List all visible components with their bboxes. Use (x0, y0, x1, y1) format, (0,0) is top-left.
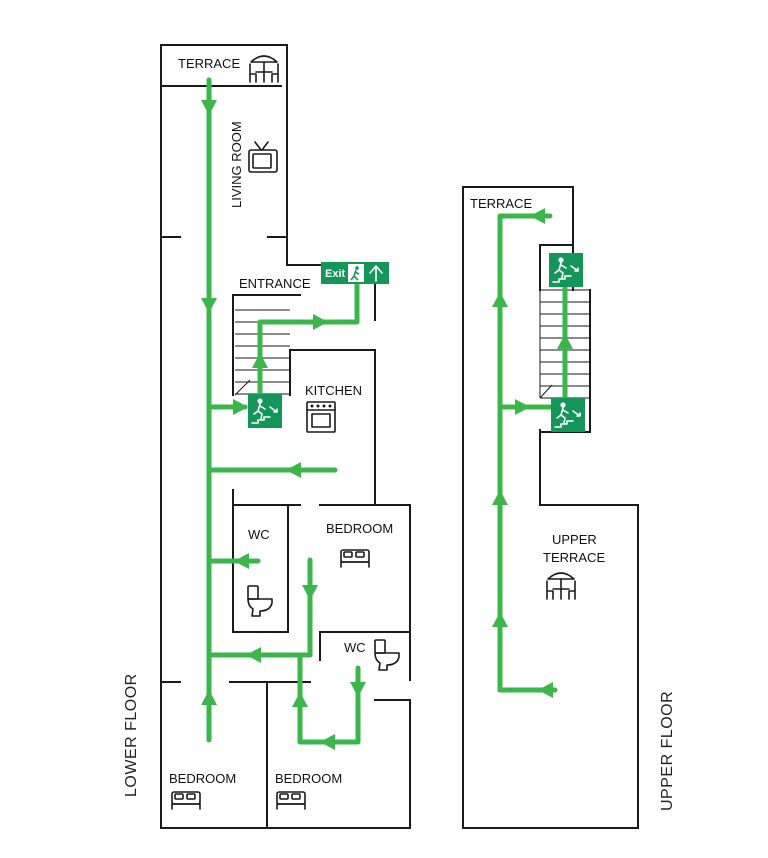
room-label-wc: WC (344, 640, 366, 655)
stove-icon (306, 401, 336, 433)
room-label-upper-terrace-line2: TERRACE (543, 550, 605, 565)
room-label-bedroom: BEDROOM (169, 771, 236, 786)
room-label-bedroom: BEDROOM (275, 771, 342, 786)
room-label-bedroom: BEDROOM (326, 521, 393, 536)
room-label-living-room: LIVING ROOM (229, 121, 244, 208)
room-label-terrace: TERRACE (470, 196, 532, 211)
room-labels: TERRACE LIVING ROOM ENTRANCE KITCHEN WC … (169, 56, 605, 786)
terrace-table-icon (249, 55, 279, 83)
up-arrow-icon (369, 265, 383, 282)
stair-exit-icon (548, 252, 584, 288)
room-label-terrace: TERRACE (178, 56, 240, 71)
room-label-upper-terrace-line1: UPPER (552, 532, 597, 547)
lower-evacuation-route (201, 77, 366, 750)
exit-sign-text: Exit (325, 268, 346, 280)
upper-evacuation-route (492, 208, 573, 698)
toilet-icon (374, 639, 400, 671)
stair-exit-icon (247, 393, 283, 429)
lower-floor-walls (160, 44, 411, 829)
floor-label-lower: LOWER FLOOR (123, 673, 140, 797)
tv-icon (248, 141, 278, 173)
bed-icon (276, 791, 306, 810)
floor-label-upper: UPPER FLOOR (659, 691, 676, 811)
exit-sign: Exit (321, 262, 389, 284)
bed-icon (171, 791, 201, 810)
room-label-wc: WC (248, 527, 270, 542)
bed-icon (340, 549, 370, 568)
running-man-icon (348, 264, 364, 282)
toilet-icon (247, 585, 273, 617)
terrace-table-icon (546, 572, 576, 600)
room-label-entrance: ENTRANCE (239, 276, 311, 291)
room-label-kitchen: KITCHEN (305, 383, 362, 398)
stair-exit-icon (550, 397, 586, 433)
